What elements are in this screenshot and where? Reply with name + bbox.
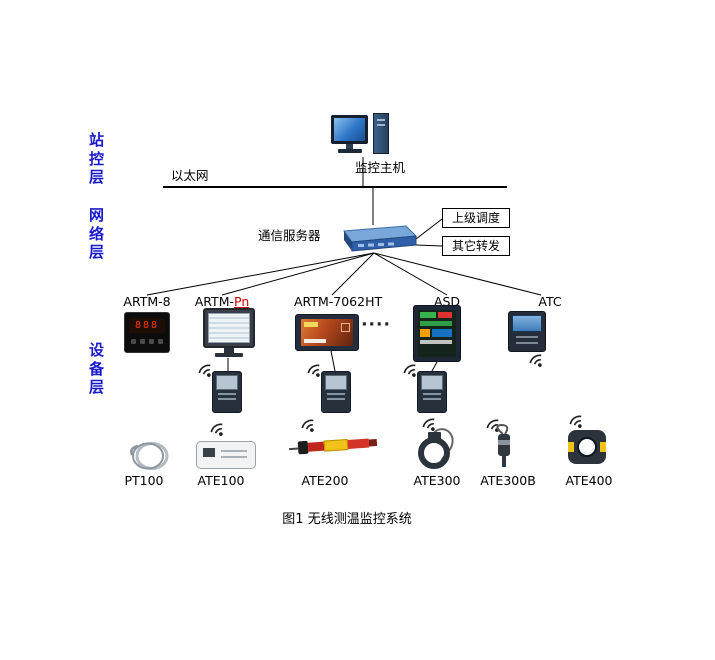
layer-label-station: 站控层 [88, 131, 104, 186]
pt100-probe-icon [124, 437, 174, 475]
device-label-artm7062ht: ARTM-7062HT [294, 294, 383, 309]
sensor-label-ate300: ATE300 [413, 473, 461, 488]
monitor-base [338, 149, 362, 153]
pc-tower-icon [373, 113, 389, 154]
artm8-display: 888 [129, 318, 165, 333]
wifi-icon [198, 364, 211, 377]
artm8-meter-icon: 888 [124, 312, 170, 353]
ate300-ct-sensor-icon [412, 425, 460, 477]
wifi-icon [403, 364, 416, 377]
wifi-icon [210, 423, 223, 436]
device-label-artm8: ARTM-8 [123, 294, 171, 309]
monitor-stand [346, 144, 353, 149]
artmpn-link[interactable]: Pn [234, 294, 250, 309]
ate100-sensor-icon [196, 441, 256, 469]
uplink-dispatch-box: 上级调度 [442, 208, 511, 228]
sensor-label-ate200: ATE200 [301, 473, 349, 488]
more-devices-ellipsis: ···· [361, 315, 391, 335]
sensor-label-ate400: ATE400 [565, 473, 613, 488]
artm8-buttons [129, 339, 165, 344]
transceiver-module-icon [417, 371, 447, 413]
artmpn-monitor-icon [203, 308, 255, 358]
host-label: 监控主机 [354, 160, 405, 175]
wifi-icon [307, 364, 320, 377]
monitor-icon [331, 115, 368, 144]
wifi-icon [422, 418, 435, 431]
layer-label-network: 网络层 [88, 206, 104, 261]
router-server-icon [334, 224, 418, 254]
artmpn-prefix: ARTM- [194, 294, 234, 309]
figure-caption: 图1 无线测温监控系统 [282, 512, 412, 527]
device-label-artmpn: ARTM-Pn [191, 295, 253, 309]
atc-screen [512, 315, 542, 332]
sensor-label-pt100: PT100 [124, 473, 164, 488]
uplink-forward-box: 其它转发 [442, 236, 511, 256]
artm7062ht-hmi-icon [295, 314, 359, 351]
layer-label-device: 设备层 [88, 341, 104, 396]
server-label: 通信服务器 [258, 228, 321, 243]
wifi-icon [301, 419, 314, 432]
asd-panel-icon [413, 305, 461, 362]
ate200-busbar-sensor-icon [289, 435, 378, 456]
ethernet-label: 以太网 [171, 168, 209, 183]
atc-details [512, 336, 542, 344]
ate400-clamp-sensor-icon [560, 426, 614, 472]
asd-screen [418, 310, 456, 357]
artmpn-screen [208, 313, 250, 343]
sensor-label-ate300b: ATE300B [480, 473, 536, 488]
computer-host-icon [331, 113, 391, 159]
wifi-icon [569, 415, 582, 428]
device-label-atc: ATC [538, 294, 562, 309]
sensor-label-ate100: ATE100 [197, 473, 245, 488]
wifi-icon [529, 354, 542, 367]
ate300b-sensor-icon [487, 423, 521, 476]
hmi-screen [301, 319, 353, 346]
atc-device-icon [508, 311, 546, 352]
transceiver-module-icon [321, 371, 351, 413]
transceiver-module-icon [212, 371, 242, 413]
